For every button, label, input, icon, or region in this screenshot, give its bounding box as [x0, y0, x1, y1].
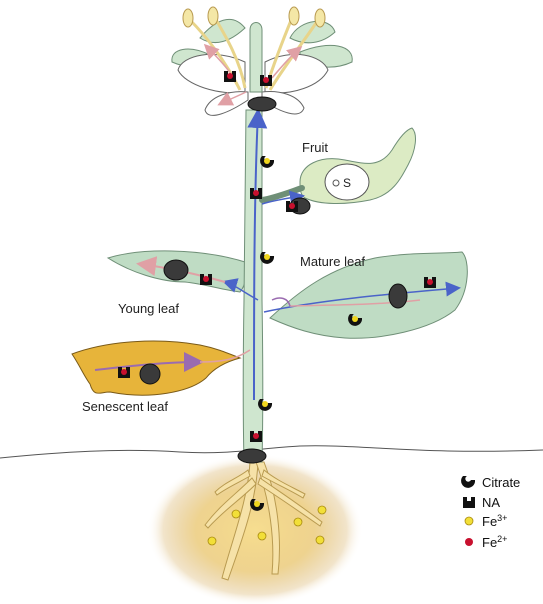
label-seed: S: [343, 176, 351, 190]
legend-citrate-icon: [461, 476, 475, 488]
transporter-flower: [248, 97, 276, 111]
transporter-young-leaf: [164, 260, 188, 280]
legend-na-icon: [463, 497, 475, 508]
legend-fe2-label: Fe2+: [482, 534, 507, 550]
stem: [243, 110, 263, 462]
transporter-mature-leaf: [389, 284, 407, 308]
legend-fe2-icon: [465, 538, 473, 546]
label-young-leaf: Young leaf: [118, 301, 179, 316]
legend-na-label: NA: [482, 495, 500, 510]
legend: Citrate NA Fe3+ Fe2+: [461, 475, 520, 550]
legend-citrate-label: Citrate: [482, 475, 520, 490]
legend-fe3-icon: [465, 517, 473, 525]
legend-fe3-label: Fe3+: [482, 513, 507, 529]
transporter-senescent-leaf: [140, 364, 160, 384]
label-senescent-leaf: Senescent leaf: [82, 399, 168, 414]
label-mature-leaf: Mature leaf: [300, 254, 365, 269]
label-fruit: Fruit: [302, 140, 328, 155]
seed-dot: [333, 180, 339, 186]
transporter-root: [238, 449, 266, 463]
